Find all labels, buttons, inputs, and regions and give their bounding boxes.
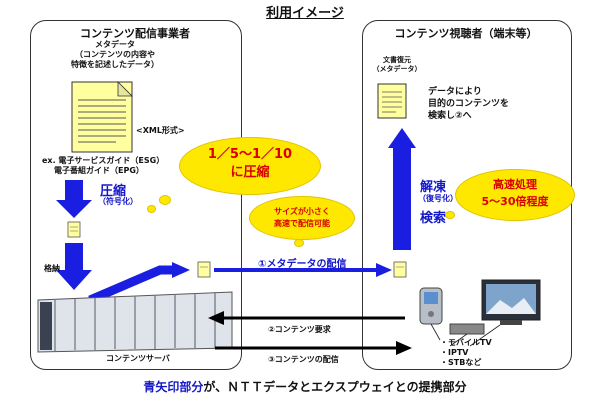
ratio-text-2: に圧縮 xyxy=(230,165,270,180)
fast-processing-callout xyxy=(456,170,574,220)
sent-document-icon xyxy=(197,261,211,278)
ratio-callout-tail-1 xyxy=(160,196,170,204)
compress-label: 圧縮 xyxy=(100,184,127,199)
server-label: コンテンツサーバ xyxy=(106,354,170,363)
footer-note: 青矢印部分が、ＮＴＴデータとエクスプウェイとの提携部分 xyxy=(0,378,610,395)
metadata-delivery-label: ①メタデータの配信 xyxy=(258,259,347,270)
store-arrow xyxy=(56,243,92,290)
metadata-document-icon xyxy=(71,81,133,153)
fast-callout-tail xyxy=(446,212,454,218)
xml-format-label: <XML形式> xyxy=(136,126,185,135)
fast-text-2: 5～30倍程度 xyxy=(481,195,549,208)
set-top-box-icon xyxy=(449,323,485,335)
doc-restore-label-2: （メタデータ） xyxy=(372,65,422,73)
provider-title: コンテンツ配信事業者 xyxy=(80,27,190,40)
content-delivery-arrow xyxy=(215,341,412,355)
search-label: 検索 xyxy=(420,211,447,226)
search-desc-1: データにより xyxy=(428,87,482,97)
small-size-text-2: 高速で配信可能 xyxy=(274,219,330,228)
decompress-arrow xyxy=(388,128,416,250)
mobile-device-icon xyxy=(419,287,443,325)
content-request-label: ②コンテンツ要求 xyxy=(268,325,331,334)
footer-rest: が、ＮＴＴデータとエクスプウェイとの提携部分 xyxy=(203,380,467,394)
metadata-desc-2: 特徴を記述したデータ） xyxy=(71,60,159,69)
device-stb: ・STBなど xyxy=(440,358,482,367)
viewer-title: コンテンツ視聴者（端末等） xyxy=(394,27,538,40)
fast-text-1: 高速処理 xyxy=(493,178,537,191)
metadata-desc-1: （コンテンツの内容や xyxy=(75,50,155,59)
tv-icon xyxy=(481,279,541,325)
device-iptv: ・IPTV xyxy=(440,348,469,357)
encode-label: （符号化） xyxy=(98,197,138,206)
content-request-arrow xyxy=(208,311,405,325)
compressed-document-icon xyxy=(67,221,81,238)
device-mobile-tv: ・モバイルTV xyxy=(440,338,492,347)
search-desc-3: 検索し②へ xyxy=(428,111,472,121)
small-size-callout-tail xyxy=(295,240,303,246)
examples-line-1: ex. 電子サービスガイド（ESG） xyxy=(42,156,165,165)
page-title: 利用イメージ xyxy=(266,6,344,21)
ratio-callout-tail-2 xyxy=(148,206,155,212)
restored-document-icon xyxy=(377,83,407,119)
small-size-callout xyxy=(250,197,354,239)
dispatch-arrow xyxy=(88,262,190,305)
store-label: 格納 xyxy=(44,264,60,273)
footer-highlight: 青矢印部分 xyxy=(143,380,204,394)
doc-restore-label-1: 文書復元 xyxy=(383,56,411,64)
received-document-icon xyxy=(393,261,407,278)
metadata-title: メタデータ xyxy=(95,40,135,49)
device-connector-lines xyxy=(430,323,501,347)
decompress-label: 解凍 xyxy=(420,180,447,195)
metadata-delivery-arrow xyxy=(214,263,392,277)
ratio-callout xyxy=(180,138,320,194)
compress-arrow xyxy=(56,180,92,218)
decode-label: （復号化） xyxy=(418,194,458,203)
examples-line-2: 電子番組ガイド（EPG） xyxy=(54,166,144,175)
ratio-text-1: 1／5～1／10 xyxy=(207,147,293,162)
content-server-icon xyxy=(37,291,233,353)
search-desc-2: 目的のコンテンツを xyxy=(428,99,510,109)
content-delivery-label: ③コンテンツの配信 xyxy=(268,355,339,364)
small-size-text-1: サイズが小さく xyxy=(274,207,330,216)
